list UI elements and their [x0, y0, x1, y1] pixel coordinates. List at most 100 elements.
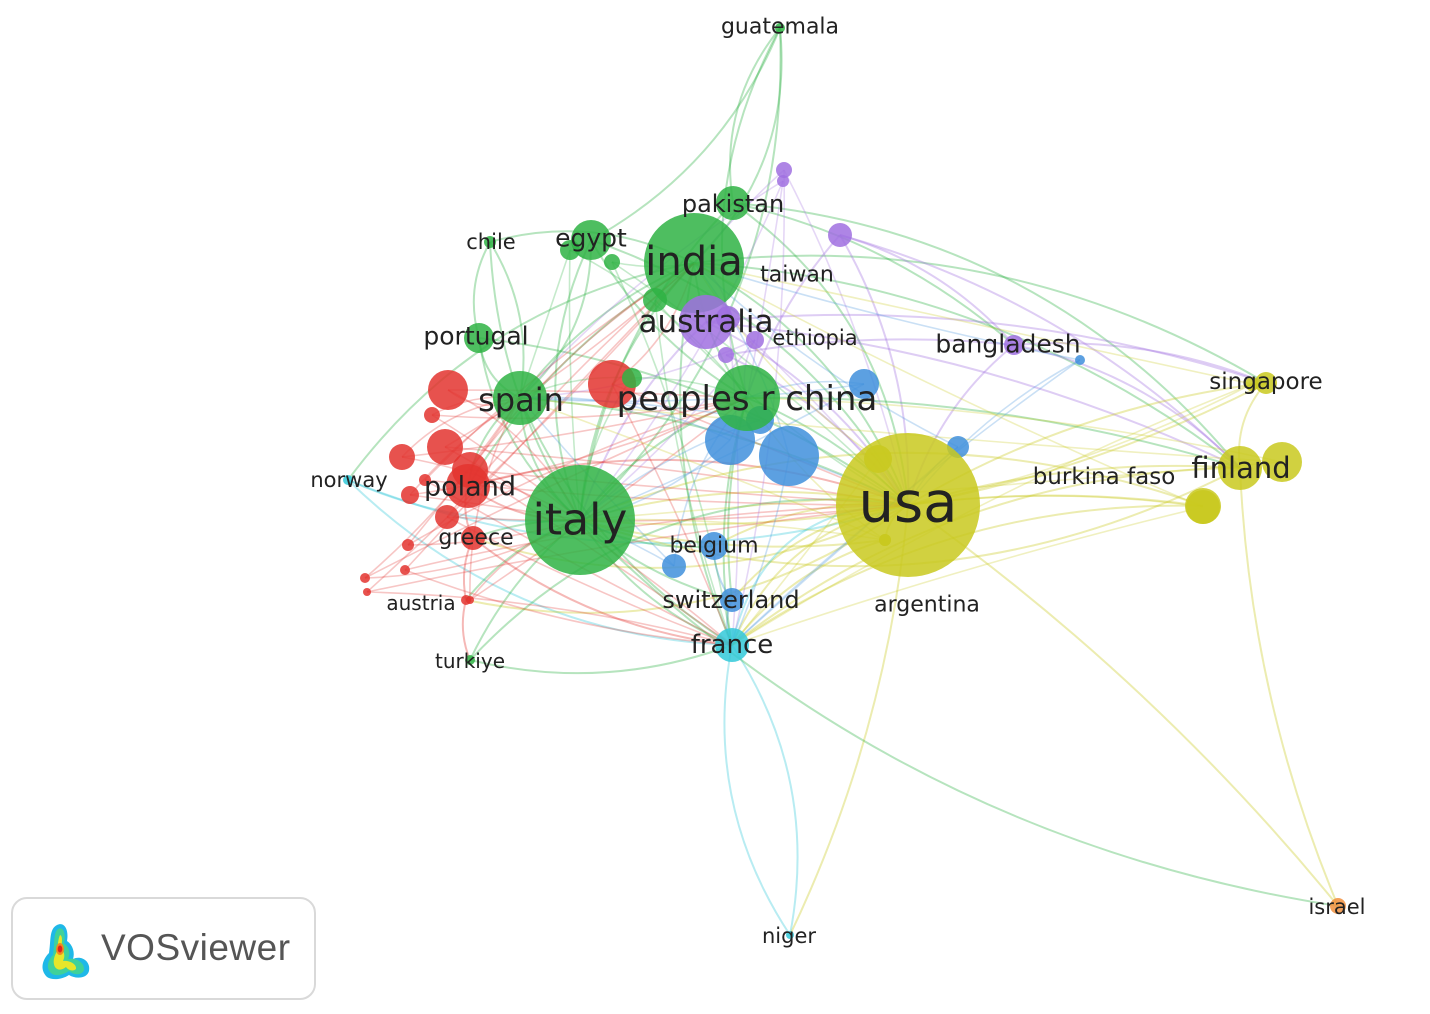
node-israel[interactable]: [1330, 898, 1346, 914]
unlabeled-node[interactable]: [1262, 442, 1302, 482]
unlabeled-node[interactable]: [435, 505, 459, 529]
node-label-taiwan: taiwan: [760, 263, 834, 288]
node-label-greece: greece: [438, 526, 513, 551]
unlabeled-node[interactable]: [428, 370, 468, 410]
node-label-burkina-faso: burkina faso: [1033, 464, 1176, 490]
node-label-finland: finland: [1191, 451, 1290, 485]
brand-name: VOSviewer: [101, 927, 291, 968]
node-usa[interactable]: [836, 433, 980, 577]
link-minor: [519, 397, 886, 541]
link-india-finland: [693, 262, 1241, 469]
unlabeled-node[interactable]: [401, 486, 419, 504]
node-norway[interactable]: [343, 475, 353, 485]
node-label-italy: italy: [533, 495, 628, 546]
node-turkiye[interactable]: [465, 655, 475, 665]
node-greece[interactable]: [461, 526, 485, 550]
node-label-portugal: portugal: [423, 322, 528, 351]
node-taiwan[interactable]: [828, 223, 852, 247]
link-pakistan-bangladesh: [732, 202, 1015, 346]
unlabeled-node[interactable]: [604, 254, 620, 270]
link-minor: [431, 397, 748, 420]
node-label-bangladesh: bangladesh: [935, 330, 1080, 359]
link-minor: [366, 591, 733, 646]
vosviewer-logo-box: VOSviewer: [11, 897, 316, 1000]
link-italy-israel: [579, 519, 1339, 907]
link-minor: [611, 383, 733, 646]
unlabeled-node[interactable]: [427, 429, 463, 465]
link-minor: [404, 569, 733, 646]
link-minor: [731, 383, 1253, 646]
unlabeled-node[interactable]: [402, 539, 414, 551]
node-chile[interactable]: [484, 236, 496, 248]
node-label-niger: niger: [762, 924, 816, 948]
node-india[interactable]: [644, 213, 744, 313]
node-italy[interactable]: [525, 465, 635, 575]
node-label-ethiopia: ethiopia: [772, 326, 857, 350]
node-label-poland: poland: [424, 472, 516, 503]
node-label-turkiye: turkiye: [435, 649, 505, 673]
link-guatemala-pakistan: [729, 27, 781, 204]
node-label-pakistan: pakistan: [682, 190, 784, 218]
node-burkina-faso[interactable]: [1185, 488, 1221, 524]
unlabeled-node[interactable]: [419, 474, 431, 486]
node-label-peoples-r-china: peoples r china: [617, 379, 878, 419]
node-belgium[interactable]: [700, 532, 728, 560]
link-taiwan-finland: [839, 234, 1241, 469]
node-peoples-r-china[interactable]: [714, 365, 780, 431]
node-label-egypt: egypt: [555, 224, 627, 253]
node-pakistan[interactable]: [716, 186, 750, 220]
link-bangladesh-singapore: [1013, 342, 1267, 384]
unlabeled-node[interactable]: [662, 554, 686, 578]
link-ethiopia-bangladesh: [725, 338, 1015, 356]
node-singapore[interactable]: [1255, 372, 1277, 394]
node-portugal[interactable]: [464, 323, 494, 353]
link-guatemala-italy: [579, 27, 782, 521]
node-austria[interactable]: [461, 595, 471, 605]
link-taiwan-bangladesh: [839, 234, 1015, 346]
link-minor: [693, 262, 1204, 508]
link-minor: [746, 397, 1283, 463]
unlabeled-node[interactable]: [400, 565, 410, 575]
unlabeled-node[interactable]: [1075, 355, 1085, 365]
node-label-guatemala: guatemala: [721, 15, 839, 40]
unlabeled-node[interactable]: [849, 369, 879, 399]
node-label-switzerland: switzerland: [662, 586, 799, 614]
unlabeled-node[interactable]: [776, 162, 792, 178]
link-minor: [731, 506, 1204, 646]
node-argentina[interactable]: [879, 534, 891, 546]
unlabeled-node[interactable]: [746, 331, 764, 349]
node-label-spain: spain: [478, 381, 564, 419]
node-france[interactable]: [715, 628, 749, 662]
link-minor: [519, 383, 865, 403]
unlabeled-node[interactable]: [424, 407, 440, 423]
node-niger[interactable]: [786, 931, 794, 939]
node-label-austria: austria: [386, 591, 455, 615]
unlabeled-node[interactable]: [363, 588, 371, 596]
link-austria-turkiye: [461, 599, 471, 661]
unlabeled-node[interactable]: [360, 573, 370, 583]
node-spain[interactable]: [493, 371, 547, 425]
node-finland[interactable]: [1218, 446, 1262, 490]
vosviewer-logo-icon: [42, 924, 90, 980]
link-india-norway: [347, 262, 695, 481]
unlabeled-node[interactable]: [759, 426, 819, 486]
unlabeled-node[interactable]: [389, 444, 415, 470]
node-ethiopia[interactable]: [718, 347, 734, 363]
node-switzerland[interactable]: [720, 588, 744, 612]
node-bangladesh[interactable]: [1004, 335, 1024, 355]
link-bangladesh-finland: [1013, 344, 1241, 469]
unlabeled-node[interactable]: [622, 368, 642, 388]
node-label-usa: usa: [859, 471, 958, 536]
link-usa-israel: [907, 504, 1339, 907]
node-australia[interactable]: [679, 295, 733, 349]
node-guatemala[interactable]: [775, 23, 785, 33]
node-egypt[interactable]: [571, 220, 611, 260]
node-poland[interactable]: [446, 464, 490, 508]
link-guatemala-egypt: [590, 27, 781, 241]
node-label-chile: chile: [466, 230, 515, 254]
node-label-argentina: argentina: [874, 593, 980, 618]
node-label-india: india: [645, 239, 742, 285]
unlabeled-node[interactable]: [777, 175, 789, 187]
link-minor: [611, 261, 733, 646]
